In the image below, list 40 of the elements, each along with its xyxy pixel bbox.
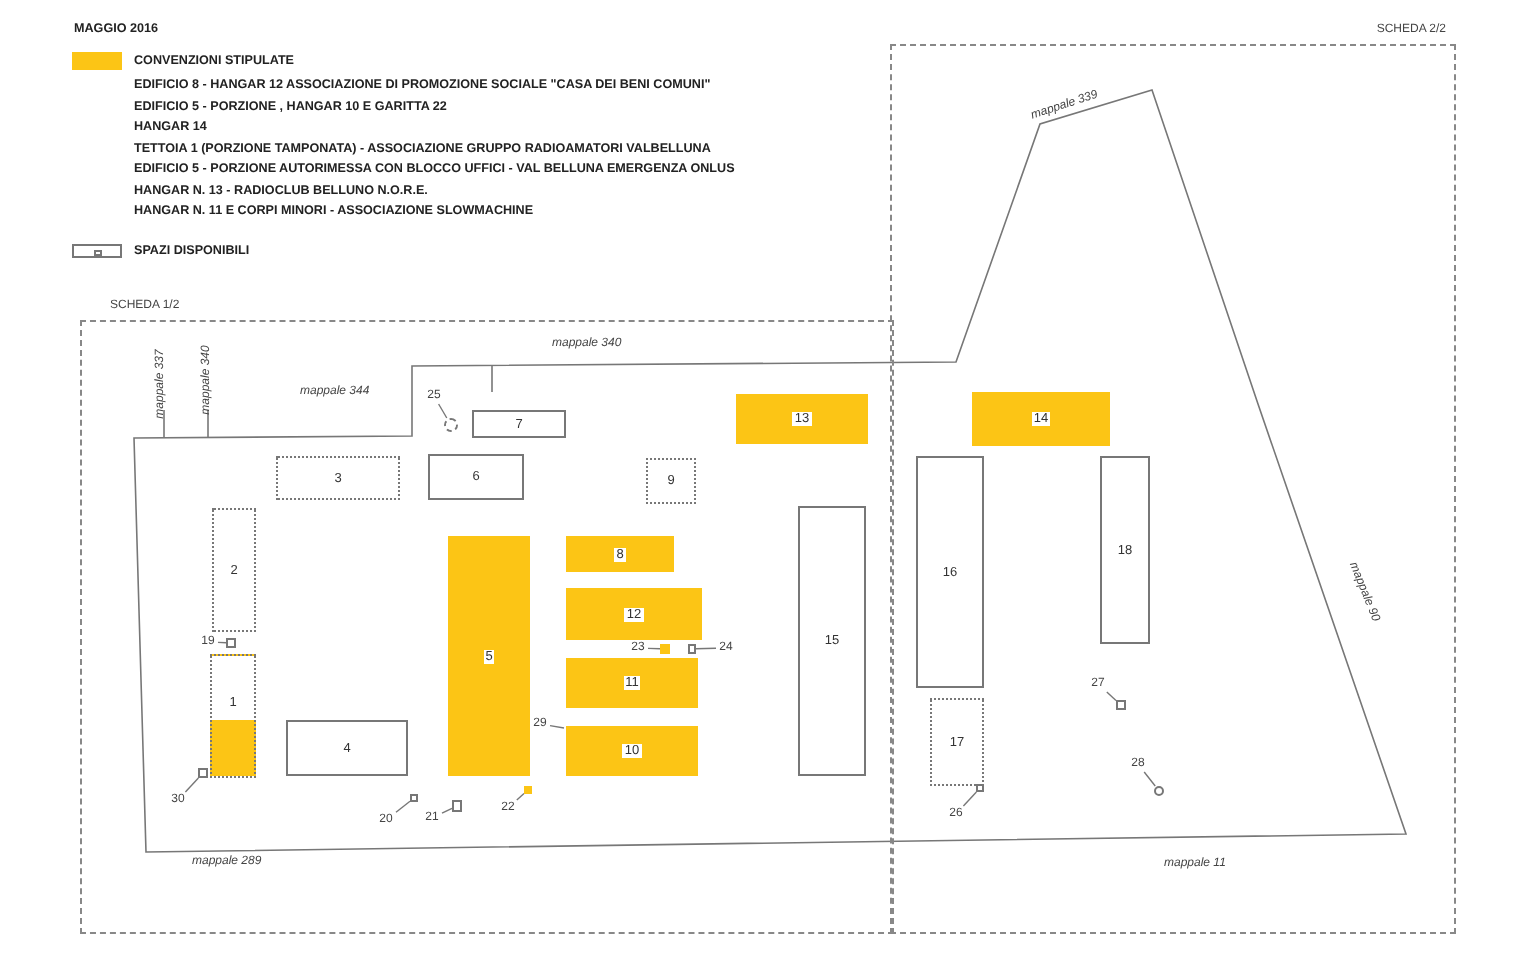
building [286,720,408,776]
small-structure [226,638,236,648]
building [930,698,984,786]
leader-line [516,792,525,801]
building [972,392,1110,446]
building [646,458,696,504]
small-structure [410,794,418,802]
leader-line [184,777,200,793]
building [276,456,400,500]
building [566,588,702,640]
leader-line [1143,771,1156,787]
small-structure [198,768,208,778]
small-structure [452,800,462,812]
leader-line [1106,691,1117,702]
building [798,506,866,776]
building [428,454,524,500]
round-structure [1154,786,1164,796]
small-structure [1116,700,1126,710]
leader-line [217,641,227,644]
building [566,536,674,572]
leader-line [962,791,978,807]
building [566,658,698,708]
leader-line [441,807,453,814]
building [566,726,698,776]
building [448,536,530,776]
building [736,394,868,444]
small-structure [524,786,532,794]
building [472,410,566,438]
building [210,654,256,778]
leader-line [549,724,565,729]
building [1100,456,1150,644]
building [212,508,256,632]
small-structure [660,644,670,654]
leader-line [695,647,717,650]
small-structure [688,644,696,654]
leader-line [395,800,411,813]
building [916,456,984,688]
small-structure [976,784,984,792]
leader-line [437,403,448,419]
round-structure [444,418,458,432]
